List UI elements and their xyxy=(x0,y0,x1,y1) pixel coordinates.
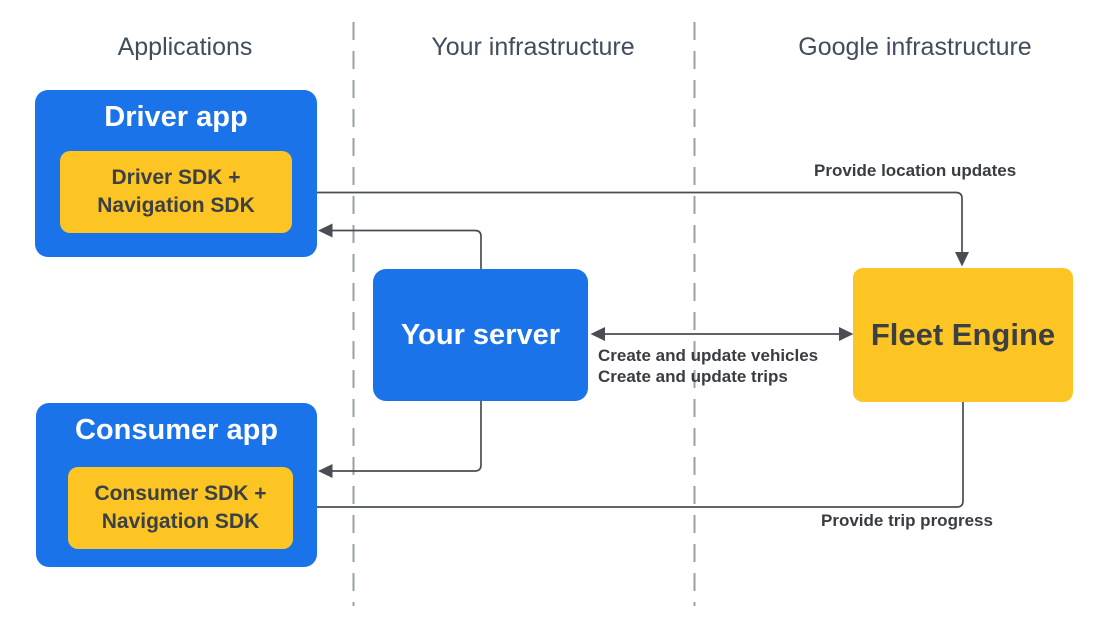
arrow-provide-trip-progress xyxy=(307,402,964,508)
driver-app-title: Driver app xyxy=(104,101,248,133)
your-server-title: Your server xyxy=(400,318,561,351)
arrow-provide-location-updates xyxy=(292,191,963,253)
edge-label-create-trips: Create and update trips xyxy=(598,366,788,386)
consumer-sdk-box: Consumer SDK + Navigation SDK xyxy=(68,467,293,549)
column-header-your-infrastructure: Your infrastructure xyxy=(431,33,635,61)
arrow-server-to-driver-app xyxy=(332,229,482,269)
arrowhead-right-fleet-engine xyxy=(839,327,854,341)
consumer-app-box: Consumer app Consumer SDK + Navigation S… xyxy=(36,403,317,567)
edge-label-provide-trip-progress: Provide trip progress xyxy=(821,511,993,530)
driver-app-box: Driver app Driver SDK + Navigation SDK xyxy=(35,90,317,257)
driver-sdk-box: Driver SDK + Navigation SDK xyxy=(60,151,292,233)
edge-label-provide-location-updates: Provide location updates xyxy=(814,161,1017,180)
consumer-sdk-label-line2: Navigation SDK xyxy=(101,510,260,533)
consumer-app-title: Consumer app xyxy=(74,414,279,446)
driver-sdk-label-line2: Navigation SDK xyxy=(97,194,255,217)
arrowhead-left-consumer-app xyxy=(318,464,333,478)
fleet-engine-box: Fleet Engine xyxy=(853,268,1073,402)
arrowhead-down-fleet-engine xyxy=(955,252,969,267)
column-header-applications: Applications xyxy=(117,33,253,61)
fleet-engine-title: Fleet Engine xyxy=(870,317,1056,352)
arrow-server-to-consumer-app xyxy=(332,401,482,472)
arrowhead-left-driver-app xyxy=(318,223,333,238)
edge-label-create-vehicles: Create and update vehicles xyxy=(598,346,819,365)
column-header-google-infrastructure: Google infrastructure xyxy=(798,33,1032,61)
arrowhead-left-your-server xyxy=(590,327,605,341)
your-server-box: Your server xyxy=(373,269,588,401)
edge-label-create-and-update: Create and update vehicles Create and up… xyxy=(598,346,818,387)
driver-sdk-label-line1: Driver SDK + xyxy=(111,166,241,189)
consumer-sdk-label-line1: Consumer SDK + xyxy=(94,482,267,505)
